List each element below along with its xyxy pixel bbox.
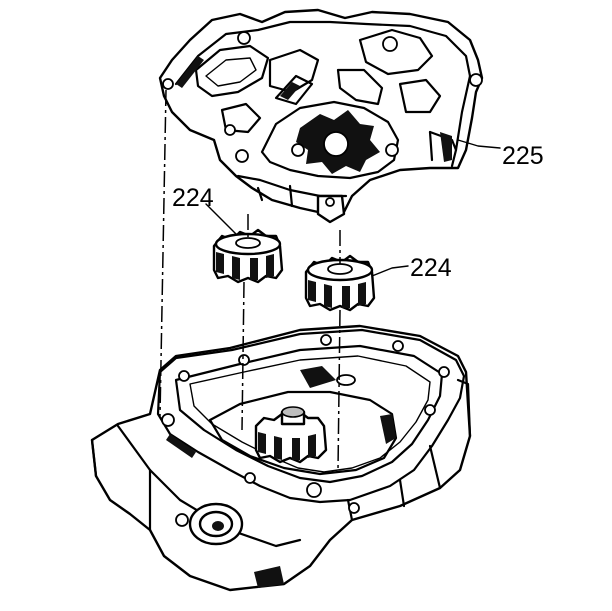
callout-leaders <box>205 139 501 277</box>
pump-cover <box>158 8 484 224</box>
callout-cover: 225 <box>502 142 544 170</box>
pump-housing <box>90 324 472 592</box>
alignment-lines <box>159 89 341 471</box>
callout-gear-right: 224 <box>410 254 452 282</box>
gear-right-leader-line <box>371 265 409 277</box>
gear-left <box>212 228 284 284</box>
callout-gear-left: 224 <box>172 184 214 212</box>
cover-leader-line <box>457 139 501 149</box>
gear-left-leader-line <box>205 203 237 235</box>
gear-right <box>304 254 376 312</box>
